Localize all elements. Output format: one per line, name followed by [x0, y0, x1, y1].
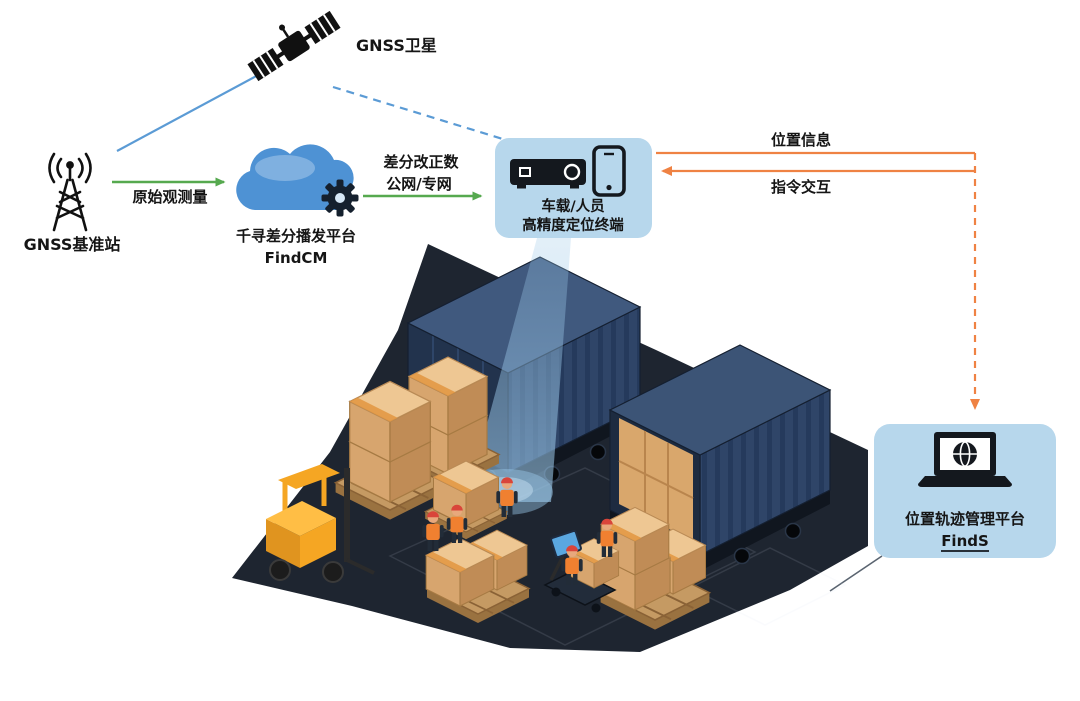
terminal-label-1: 车载/人员 — [541, 197, 604, 215]
cloud-platform-product-label: FindCM — [265, 249, 328, 267]
differential-correction-arrow: 差分改正数 公网/专网 — [363, 153, 483, 201]
command-interaction-link: 指令交互 — [661, 166, 975, 196]
raw-observation-arrow: 原始观测量 — [112, 177, 226, 206]
globe-icon — [953, 441, 977, 467]
receiver-icon — [510, 159, 586, 189]
terminal-node: 车载/人员 高精度定位终端 — [495, 138, 652, 238]
forklift-icon — [266, 464, 375, 583]
laptop-globe-icon — [918, 432, 1012, 487]
management-platform-label: 位置轨迹管理平台 — [905, 510, 1025, 528]
command-interaction-label: 指令交互 — [771, 178, 831, 196]
raw-observation-label: 原始观测量 — [132, 188, 207, 206]
gnss-base-station-icon — [48, 152, 92, 232]
cloud-platform-label: 千寻差分播发平台 — [236, 227, 356, 245]
satellite-to-terminal-link — [332, 85, 507, 142]
management-platform-panel — [874, 424, 1056, 558]
position-info-link: 位置信息 — [656, 131, 980, 410]
smartphone-icon — [592, 145, 626, 197]
warehouse-scene — [232, 238, 868, 652]
satellite-to-base-link — [116, 72, 263, 152]
differential-correction-label-2: 公网/专网 — [386, 175, 451, 193]
management-platform-product-label: FindS — [941, 532, 989, 550]
gnss-satellite-icon — [247, 10, 341, 82]
shipping-container-right — [608, 344, 832, 571]
gear-icon — [321, 179, 359, 217]
gnss-base-station-label: GNSS基准站 — [24, 235, 121, 254]
terminal-label-2: 高精度定位终端 — [522, 216, 624, 234]
gnss-satellite-label: GNSS卫星 — [356, 36, 437, 55]
platform-to-scene-pointer — [829, 555, 883, 592]
cloud-platform-icon — [236, 144, 359, 217]
differential-correction-label-1: 差分改正数 — [383, 153, 459, 171]
management-platform-node: 位置轨迹管理平台 FindS — [874, 424, 1056, 558]
position-info-label: 位置信息 — [771, 131, 831, 149]
